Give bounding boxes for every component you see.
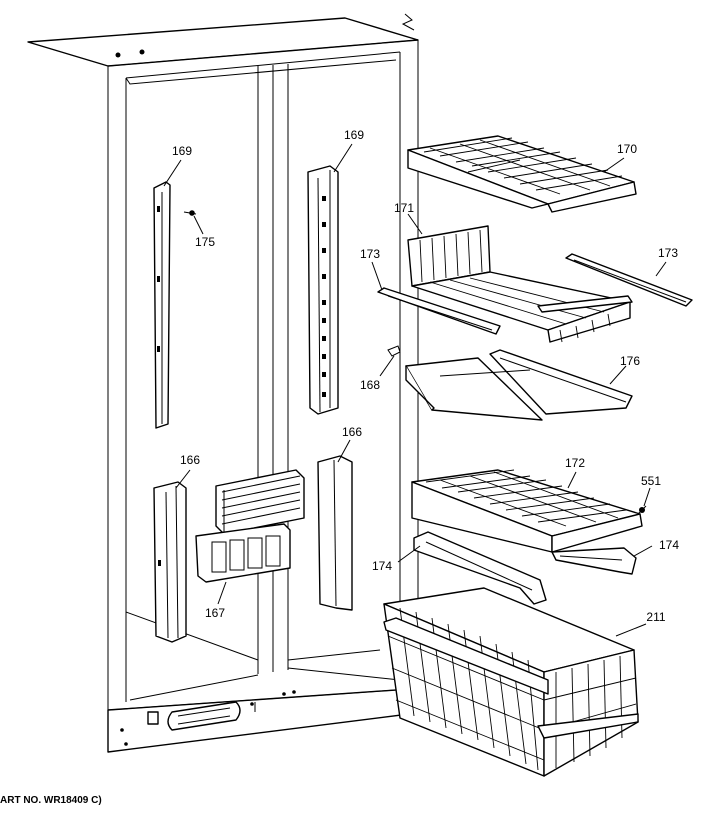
shelf-frame: [405, 349, 633, 421]
freezer-basket: [383, 587, 639, 777]
callout-168: 168: [360, 378, 380, 392]
callout-176: 176: [620, 354, 640, 368]
cabinet: [27, 13, 426, 753]
upper-wire-shelf: [407, 135, 637, 213]
lower-wire-shelf: [411, 469, 643, 553]
callout-551: 551: [641, 474, 661, 488]
callout-167: 167: [205, 606, 225, 620]
right-shelf-rail: [307, 165, 339, 415]
drawer-slide-right: [551, 547, 637, 575]
callout-173-left: 173: [360, 247, 380, 261]
callout-166-right: 166: [342, 425, 362, 439]
callout-171: 171: [394, 201, 414, 215]
left-lower-rail: [153, 481, 187, 643]
callout-labels: 169 175 169 170 171 173 173 168 176 166 …: [172, 128, 679, 624]
vent-cover: [195, 469, 305, 583]
callout-174-right: 174: [659, 538, 679, 552]
callout-170: 170: [617, 142, 637, 156]
callout-173-right: 173: [658, 246, 678, 260]
left-shelf-rail: [153, 181, 171, 429]
screw: [183, 210, 197, 216]
leader-lines: [163, 143, 667, 637]
callout-175: 175: [195, 235, 215, 249]
callout-169-left: 169: [172, 144, 192, 158]
drawer-slide-left: [413, 531, 547, 605]
clip: [387, 345, 401, 357]
art-number-caption: ART NO. WR18409 C): [0, 795, 102, 806]
callout-172: 172: [565, 456, 585, 470]
callout-174-left: 174: [372, 559, 392, 573]
callout-211: 211: [646, 610, 665, 624]
right-lower-rail: [317, 455, 353, 611]
callout-169-right: 169: [344, 128, 364, 142]
screw-551: [637, 505, 647, 515]
sliding-basket: [407, 225, 633, 343]
callout-166-left: 166: [180, 453, 200, 467]
slide-rail-right: [565, 253, 693, 307]
